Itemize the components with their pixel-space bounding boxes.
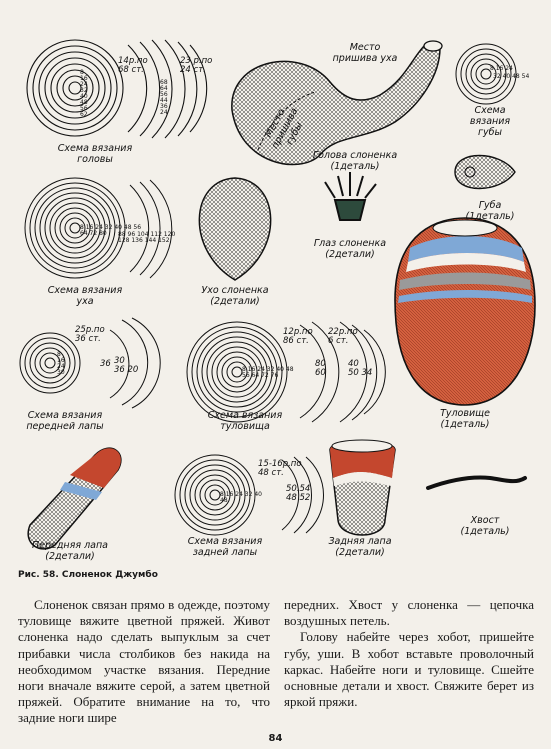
lip-part-label: Губа (1деталь) xyxy=(465,200,515,222)
figure-caption: Рис. 58. Слоненок Джумбо xyxy=(18,570,158,580)
lip-outer-counts: 32 40 48 54 xyxy=(493,73,530,80)
back-leg-part-label: Задняя лапа (2детали) xyxy=(328,536,392,558)
body-drawing xyxy=(394,217,536,406)
head-scheme-label: Схема вязания головы xyxy=(57,143,133,165)
body-inner-counts: 8 16 24 32 40 48 56 64 72 76 xyxy=(242,366,294,379)
right-paragraph-2: Голову набейте через хобот, пришейте губ… xyxy=(284,629,534,710)
front-leg-mid-count: 36 xyxy=(100,359,111,369)
lip-scheme-rings xyxy=(455,43,517,105)
tail-part-label: Хвост (1деталь) xyxy=(460,515,510,537)
ear-scheme-label: Схема вязания уха xyxy=(47,285,123,307)
body-mid-counts: 80 60 xyxy=(315,359,326,378)
body-count-a: 12р.по 86 ст. xyxy=(283,327,313,346)
back-leg-inner-counts: 8 16 24 32 40 48 xyxy=(220,491,262,504)
head-inner-counts: 8 16 24 32 40 48 56 62 xyxy=(80,69,88,118)
ear-scheme-rings xyxy=(24,177,173,279)
eye-part-label: Глаз слоненка (2детали) xyxy=(313,238,387,260)
right-paragraph-1: передних. Хвост у слоненка — цепочка воз… xyxy=(284,597,534,629)
lip-drawing xyxy=(454,154,516,190)
back-leg-count-a: 15-16р.по 48 ст. xyxy=(258,459,302,478)
eye-drawing xyxy=(324,172,377,221)
ear-attach-label: Место пришива уха xyxy=(332,42,398,64)
head-drawing xyxy=(231,40,443,166)
tail-drawing xyxy=(426,475,527,490)
body-scheme-rings xyxy=(186,321,386,423)
lip-scheme-label: Схема вязания губы xyxy=(469,105,511,138)
head-part-label: Голова слоненка (1деталь) xyxy=(312,150,398,172)
front-leg-count-a: 25р.по 36 ст. xyxy=(75,325,105,344)
body-scheme-label: Схема вязания туловища xyxy=(207,410,283,432)
front-leg-drawing xyxy=(27,447,122,550)
lip-inner-counts: 8 16 24 xyxy=(490,65,513,72)
left-paragraph-1: Слоненок связан прямо в одежде, поэтому … xyxy=(18,597,270,726)
head-count-a: 14р.по 68 ст. xyxy=(118,56,148,75)
ear-part-label: Ухо слоненка (2детали) xyxy=(201,285,269,307)
back-leg-scheme-rings xyxy=(174,454,324,536)
front-leg-scheme-rings xyxy=(19,317,161,409)
page-number: 84 xyxy=(268,733,283,744)
ear-inner-counts: 8 16 24 32 40 48 56 64 72 80 xyxy=(80,224,142,237)
head-count-b: 23 р.по 24 ст. xyxy=(180,56,213,75)
back-leg-drawing xyxy=(329,439,396,536)
front-leg-scheme-label: Схема вязания передней лапы xyxy=(26,410,104,432)
front-leg-part-label: Передняя лапа (2детали) xyxy=(31,540,109,562)
body-outer-counts: 40 50 34 xyxy=(348,359,373,378)
ear-drawing xyxy=(198,177,272,281)
front-leg-inner-counts: 8 16 24 30 xyxy=(57,351,65,376)
ear-outer-counts: 88 96 104 112 120 128 136 144 152 xyxy=(118,231,176,244)
front-leg-outer-counts: 30 36 20 xyxy=(114,356,139,375)
body-part-label: Туловище (1деталь) xyxy=(440,408,490,430)
head-outer-counts: 68 64 56 44 36 24 xyxy=(160,79,168,116)
figure-drawings xyxy=(19,39,536,550)
head-scheme-rings xyxy=(26,39,208,139)
right-column: передних. Хвост у слоненка — цепочка воз… xyxy=(284,597,534,710)
left-column: Слоненок связан прямо в одежде, поэтому … xyxy=(18,597,270,727)
back-leg-outer-counts: 50.54 48 52 xyxy=(286,484,311,503)
body-count-b: 22р.по 6 ст. xyxy=(328,327,358,346)
back-leg-scheme-label: Схема вязания задней лапы xyxy=(187,536,263,558)
